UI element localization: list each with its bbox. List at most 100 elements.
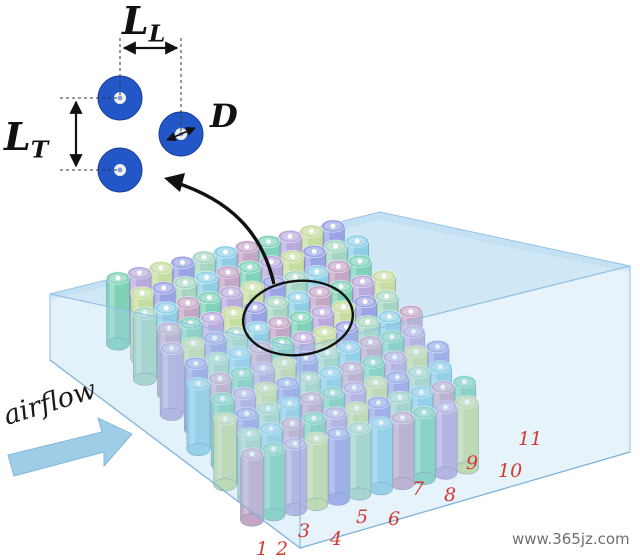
cell-highlight xyxy=(163,348,169,415)
cell-terminal xyxy=(236,350,242,356)
cell-terminal xyxy=(300,335,306,340)
cell-terminal xyxy=(370,359,376,365)
cell-terminal xyxy=(413,349,419,355)
cell-terminal xyxy=(139,290,145,296)
cell-terminal xyxy=(115,275,121,281)
cell-terminal xyxy=(263,385,268,391)
cell-highlight xyxy=(437,407,442,474)
cell-terminal xyxy=(381,273,387,279)
cell-terminal xyxy=(416,369,422,375)
cell-highlight xyxy=(308,438,313,505)
battery-cell xyxy=(390,410,415,491)
cell-terminal xyxy=(271,446,276,452)
cell-terminal xyxy=(282,360,287,366)
cell-terminal xyxy=(408,309,414,314)
cell-base xyxy=(106,337,130,351)
cell-terminal xyxy=(389,334,395,340)
cell-terminal xyxy=(464,399,470,405)
column-number-5: 5 xyxy=(356,506,369,528)
cell-terminal xyxy=(330,390,336,396)
cell-terminal xyxy=(357,258,363,264)
cell-terminal xyxy=(411,329,416,334)
cell-terminal xyxy=(330,223,336,229)
cell-terminal xyxy=(180,260,185,265)
cell-terminal xyxy=(163,305,169,311)
cell-terminal xyxy=(338,284,344,289)
cell-terminal xyxy=(169,346,175,351)
cell-terminal xyxy=(354,405,360,411)
curved-arrow-head xyxy=(164,173,185,192)
diameter-label: D xyxy=(210,97,238,135)
cell-terminal xyxy=(346,344,352,350)
highlight-ellipse xyxy=(241,279,355,357)
cell-terminal xyxy=(289,421,295,426)
cell-highlight xyxy=(394,417,399,484)
cell-terminal xyxy=(368,339,373,345)
cell-terminal xyxy=(290,254,296,259)
cell-highlight xyxy=(329,433,335,500)
inset-cell-pitch-detail xyxy=(60,38,204,193)
battery-cell xyxy=(412,405,436,485)
cell-terminal xyxy=(309,228,314,234)
column-number-11: 11 xyxy=(518,428,543,450)
cell-terminal xyxy=(217,376,223,381)
cell-terminal xyxy=(325,350,330,355)
cell-terminal xyxy=(394,374,400,380)
battery-cell xyxy=(186,376,211,457)
inset-cell-dot xyxy=(117,167,123,173)
cell-terminal xyxy=(311,249,317,254)
battery-cell xyxy=(304,431,329,511)
transverse-pitch-label: LT xyxy=(4,114,49,164)
cell-terminal xyxy=(360,279,365,284)
cell-terminal xyxy=(332,410,338,416)
box-bottom-edge xyxy=(49,359,301,549)
cell-terminal xyxy=(333,243,339,249)
cell-terminal xyxy=(322,329,328,335)
cell-terminal xyxy=(231,310,236,315)
cell-terminal xyxy=(292,274,298,280)
cell-terminal xyxy=(206,295,212,300)
cell-terminal xyxy=(378,420,384,426)
cell-terminal xyxy=(327,370,333,375)
cell-highlight xyxy=(265,448,270,515)
cell-terminal xyxy=(335,264,341,269)
cell-terminal xyxy=(249,451,255,457)
battery-cell xyxy=(455,395,479,475)
cell-terminal xyxy=(303,355,309,360)
cell-terminal xyxy=(295,294,301,300)
cell-terminal xyxy=(228,290,234,295)
cell-base xyxy=(159,407,184,421)
cell-terminal xyxy=(214,355,220,361)
longitudinal-pitch-label: LL xyxy=(122,0,166,48)
cell-terminal xyxy=(158,265,164,270)
cell-terminal xyxy=(265,406,271,411)
cell-terminal xyxy=(365,319,371,325)
cell-terminal xyxy=(437,364,443,370)
battery-cell xyxy=(159,341,184,421)
cell-terminal xyxy=(244,411,250,416)
cell-terminal xyxy=(268,259,274,265)
cell-highlight xyxy=(458,402,464,468)
cell-terminal xyxy=(418,389,424,395)
cell-terminal xyxy=(314,436,319,441)
cell-terminal xyxy=(319,309,325,315)
cell-terminal xyxy=(193,361,199,366)
cell-base xyxy=(133,372,157,386)
highlight-ring xyxy=(241,279,355,357)
cell-terminal xyxy=(341,304,346,310)
column-number-10: 10 xyxy=(498,460,523,482)
cell-terminal xyxy=(249,284,255,290)
cell-highlight xyxy=(415,412,421,479)
curved-arrow-line xyxy=(173,180,276,285)
cell-base xyxy=(186,443,211,457)
cell-terminal xyxy=(400,415,405,420)
cell-terminal xyxy=(244,244,250,250)
dimension-arrow-icon xyxy=(166,126,196,142)
cell-highlight xyxy=(189,383,195,450)
cell-terminal xyxy=(209,315,215,321)
cell-terminal xyxy=(266,239,271,245)
cell-terminal xyxy=(225,269,231,275)
enclosure-box-front xyxy=(49,265,631,550)
